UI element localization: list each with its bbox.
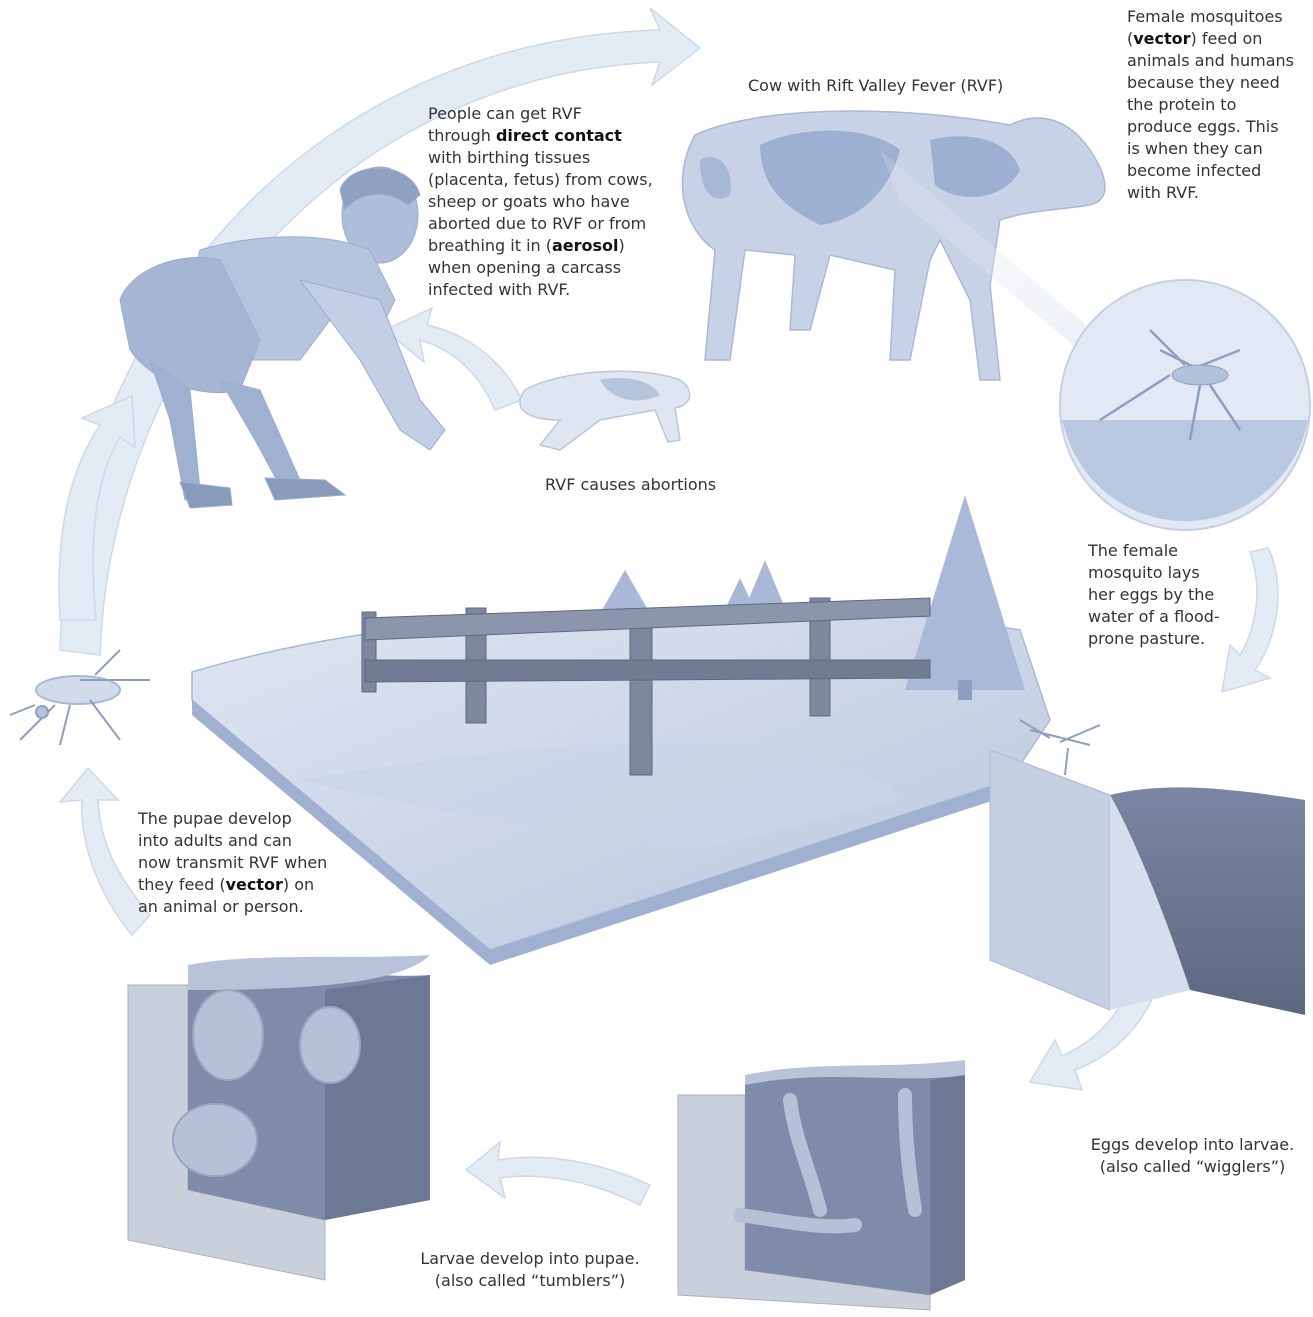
text-line: The female	[1088, 540, 1220, 562]
cycle-arrow-right	[1222, 548, 1278, 692]
text-span: through	[428, 126, 496, 145]
text-line: is when they can	[1127, 138, 1294, 160]
text-line: prone pasture.	[1088, 628, 1220, 650]
label-direct-contact: People can get RVF through direct contac…	[428, 103, 653, 301]
text-line: when opening a carcass	[428, 257, 653, 279]
label-mosquito-feeding: Female mosquitoes (vector) feed on anima…	[1127, 6, 1294, 204]
eggs-box	[990, 720, 1305, 1015]
text-line: (also called “wigglers”)	[1080, 1156, 1305, 1178]
text-line: Female mosquitoes	[1127, 6, 1294, 28]
bold-term: vector	[226, 875, 283, 894]
bold-term: direct contact	[496, 126, 622, 145]
cycle-arrow-left-lower	[60, 768, 150, 935]
text-line: the protein to	[1127, 94, 1294, 116]
magnifier-circle	[1060, 280, 1310, 530]
text-line: Larvae develop into pupae.	[410, 1248, 650, 1270]
text-line: breathing it in (aerosol)	[428, 235, 653, 257]
text-line: (also called “tumblers”)	[410, 1270, 650, 1292]
larvae-box	[678, 1060, 965, 1310]
text-line: an animal or person.	[138, 896, 327, 918]
text-span: they feed (	[138, 875, 226, 894]
text-line: (vector) feed on	[1127, 28, 1294, 50]
text-span: breathing it in (	[428, 236, 552, 255]
text-span: ) on	[283, 875, 314, 894]
text-line: become infected	[1127, 160, 1294, 182]
label-eggs-larvae: Eggs develop into larvae. (also called “…	[1080, 1134, 1305, 1178]
text-line: now transmit RVF when	[138, 852, 327, 874]
text-line: People can get RVF	[428, 103, 653, 125]
label-pupae-adults: The pupae develop into adults and can no…	[138, 808, 327, 918]
cycle-arrow-larvae-pupae	[466, 1142, 650, 1205]
text-line: animals and humans	[1127, 50, 1294, 72]
label-lays-eggs: The female mosquito lays her eggs by the…	[1088, 540, 1220, 650]
label-cow-rvf: Cow with Rift Valley Fever (RVF)	[748, 75, 1003, 97]
text-line: The pupae develop	[138, 808, 327, 830]
text-span: )	[619, 236, 625, 255]
text-line: sheep or goats who have	[428, 191, 653, 213]
text-line: through direct contact	[428, 125, 653, 147]
text-line: (placenta, fetus) from cows,	[428, 169, 653, 191]
text-line: they feed (vector) on	[138, 874, 327, 896]
text-span: ) feed on	[1191, 29, 1263, 48]
text-line: with RVF.	[1127, 182, 1294, 204]
text-line: water of a flood-	[1088, 606, 1220, 628]
text-line: with birthing tissues	[428, 147, 653, 169]
text-line: produce eggs. This	[1127, 116, 1294, 138]
adult-mosquito	[10, 650, 150, 745]
text-line: infected with RVF.	[428, 279, 653, 301]
cow-illustration	[682, 111, 1105, 380]
bold-term: aerosol	[552, 236, 619, 255]
text-line: Eggs develop into larvae.	[1080, 1134, 1305, 1156]
text-line: her eggs by the	[1088, 584, 1220, 606]
label-abortions: RVF causes abortions	[545, 474, 716, 496]
text-line: aborted due to RVF or from	[428, 213, 653, 235]
text-line: into adults and can	[138, 830, 327, 852]
pupae-box	[128, 955, 430, 1280]
text-line: mosquito lays	[1088, 562, 1220, 584]
bold-term: vector	[1133, 29, 1190, 48]
label-larvae-pupae: Larvae develop into pupae. (also called …	[410, 1248, 650, 1292]
calf-illustration	[520, 371, 690, 450]
text-line: because they need	[1127, 72, 1294, 94]
